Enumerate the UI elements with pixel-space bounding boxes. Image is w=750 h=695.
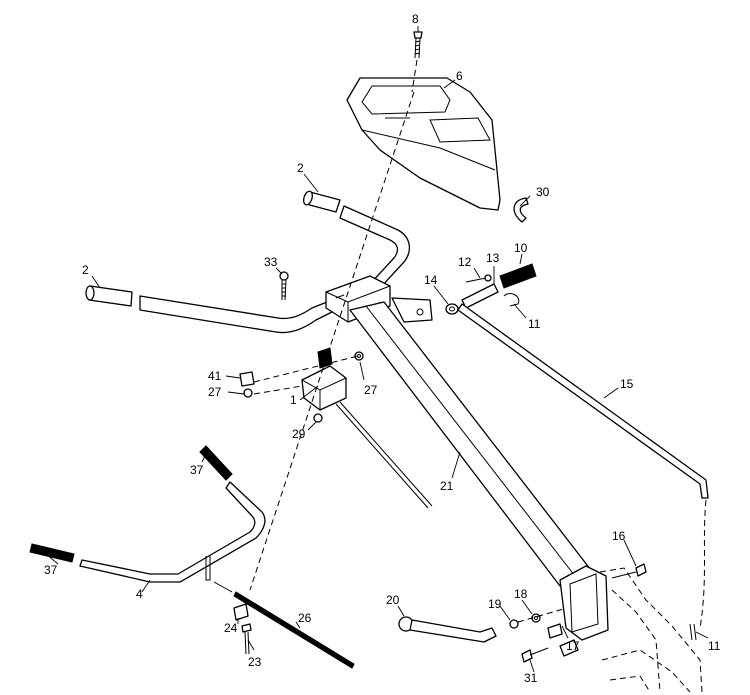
handle-grip-part-2-upper xyxy=(302,190,341,213)
bolt-part-12 xyxy=(465,274,492,283)
callout-19: 19 xyxy=(488,597,502,611)
callout-33: 33 xyxy=(264,255,278,269)
tiller-frame-outline xyxy=(599,567,703,693)
callout-41: 41 xyxy=(208,369,222,383)
washer-part-14 xyxy=(445,303,459,315)
callout-4: 4 xyxy=(136,587,143,601)
callout-27-right: 27 xyxy=(364,383,378,397)
lever-part-20 xyxy=(398,616,497,643)
nut-part-27-right xyxy=(354,351,364,361)
bolt-part-16 xyxy=(611,563,647,579)
hairpin-part-11 xyxy=(503,293,520,307)
bolt-part-31 xyxy=(521,647,549,663)
main-tube-part-21 xyxy=(349,301,595,587)
assembly-line-27 xyxy=(253,385,303,395)
callout-labels: 8 6 2 30 33 2 12 13 10 14 11 41 27 27 1 … xyxy=(44,12,721,685)
hairpin-part-11b xyxy=(689,623,697,641)
screw-part-23 xyxy=(241,623,252,655)
callout-15: 15 xyxy=(620,377,634,391)
callout-27-left: 27 xyxy=(208,385,222,399)
callout-18: 18 xyxy=(514,587,528,601)
control-rod-part-15 xyxy=(457,303,709,499)
callout-16: 16 xyxy=(612,529,626,543)
callout-20: 20 xyxy=(386,593,400,607)
nut-part-29 xyxy=(313,413,323,423)
rear-bracket xyxy=(391,297,433,323)
callout-17: 17 xyxy=(566,639,580,653)
callout-2-left: 2 xyxy=(82,263,89,277)
callout-13: 13 xyxy=(486,251,500,265)
clip-part-24 xyxy=(233,603,249,621)
assembly-centreline xyxy=(249,91,415,591)
callout-6: 6 xyxy=(456,69,463,83)
callout-26: 26 xyxy=(298,611,312,625)
grip-part-37-upper xyxy=(199,445,233,481)
callout-12: 12 xyxy=(458,255,472,269)
callout-37-left: 37 xyxy=(44,563,58,577)
assembly-line-15 xyxy=(699,499,707,629)
callout-8: 8 xyxy=(412,12,419,26)
nut-part-27-left xyxy=(243,388,253,398)
clip-part-41 xyxy=(239,371,255,387)
callout-21: 21 xyxy=(440,479,454,493)
callout-11-lower: 11 xyxy=(708,639,721,653)
dash-panel-part-6 xyxy=(346,77,501,211)
lever-bracket-part-1 xyxy=(301,347,347,411)
callout-29: 29 xyxy=(292,427,306,441)
bail-part-4 xyxy=(79,481,266,583)
leader-lines xyxy=(45,26,709,673)
handle-grip-part-2-left xyxy=(85,285,133,307)
screw-part-8 xyxy=(413,31,423,59)
callout-11-upper: 11 xyxy=(528,317,541,331)
throttle-rod xyxy=(335,401,433,509)
callout-1: 1 xyxy=(290,393,297,407)
callout-23: 23 xyxy=(248,655,262,669)
callout-10: 10 xyxy=(514,241,528,255)
washer-part-19 xyxy=(509,619,519,629)
assembly-line-41 xyxy=(253,355,359,383)
callout-14: 14 xyxy=(424,273,438,287)
cable-part-26 xyxy=(213,581,355,669)
pin-part-13 xyxy=(461,283,499,309)
grip-part-37-left xyxy=(29,543,75,563)
screw-part-33 xyxy=(279,271,289,301)
callout-2-upper: 2 xyxy=(297,161,304,175)
knob-part-10 xyxy=(499,263,537,289)
callout-37-upper: 37 xyxy=(190,463,204,477)
callout-30: 30 xyxy=(536,185,550,199)
transmission-housing xyxy=(547,565,609,657)
assembly-line-8 xyxy=(411,59,418,93)
clip-part-30 xyxy=(513,197,529,223)
callout-31: 31 xyxy=(524,671,538,685)
callout-24: 24 xyxy=(224,621,238,635)
